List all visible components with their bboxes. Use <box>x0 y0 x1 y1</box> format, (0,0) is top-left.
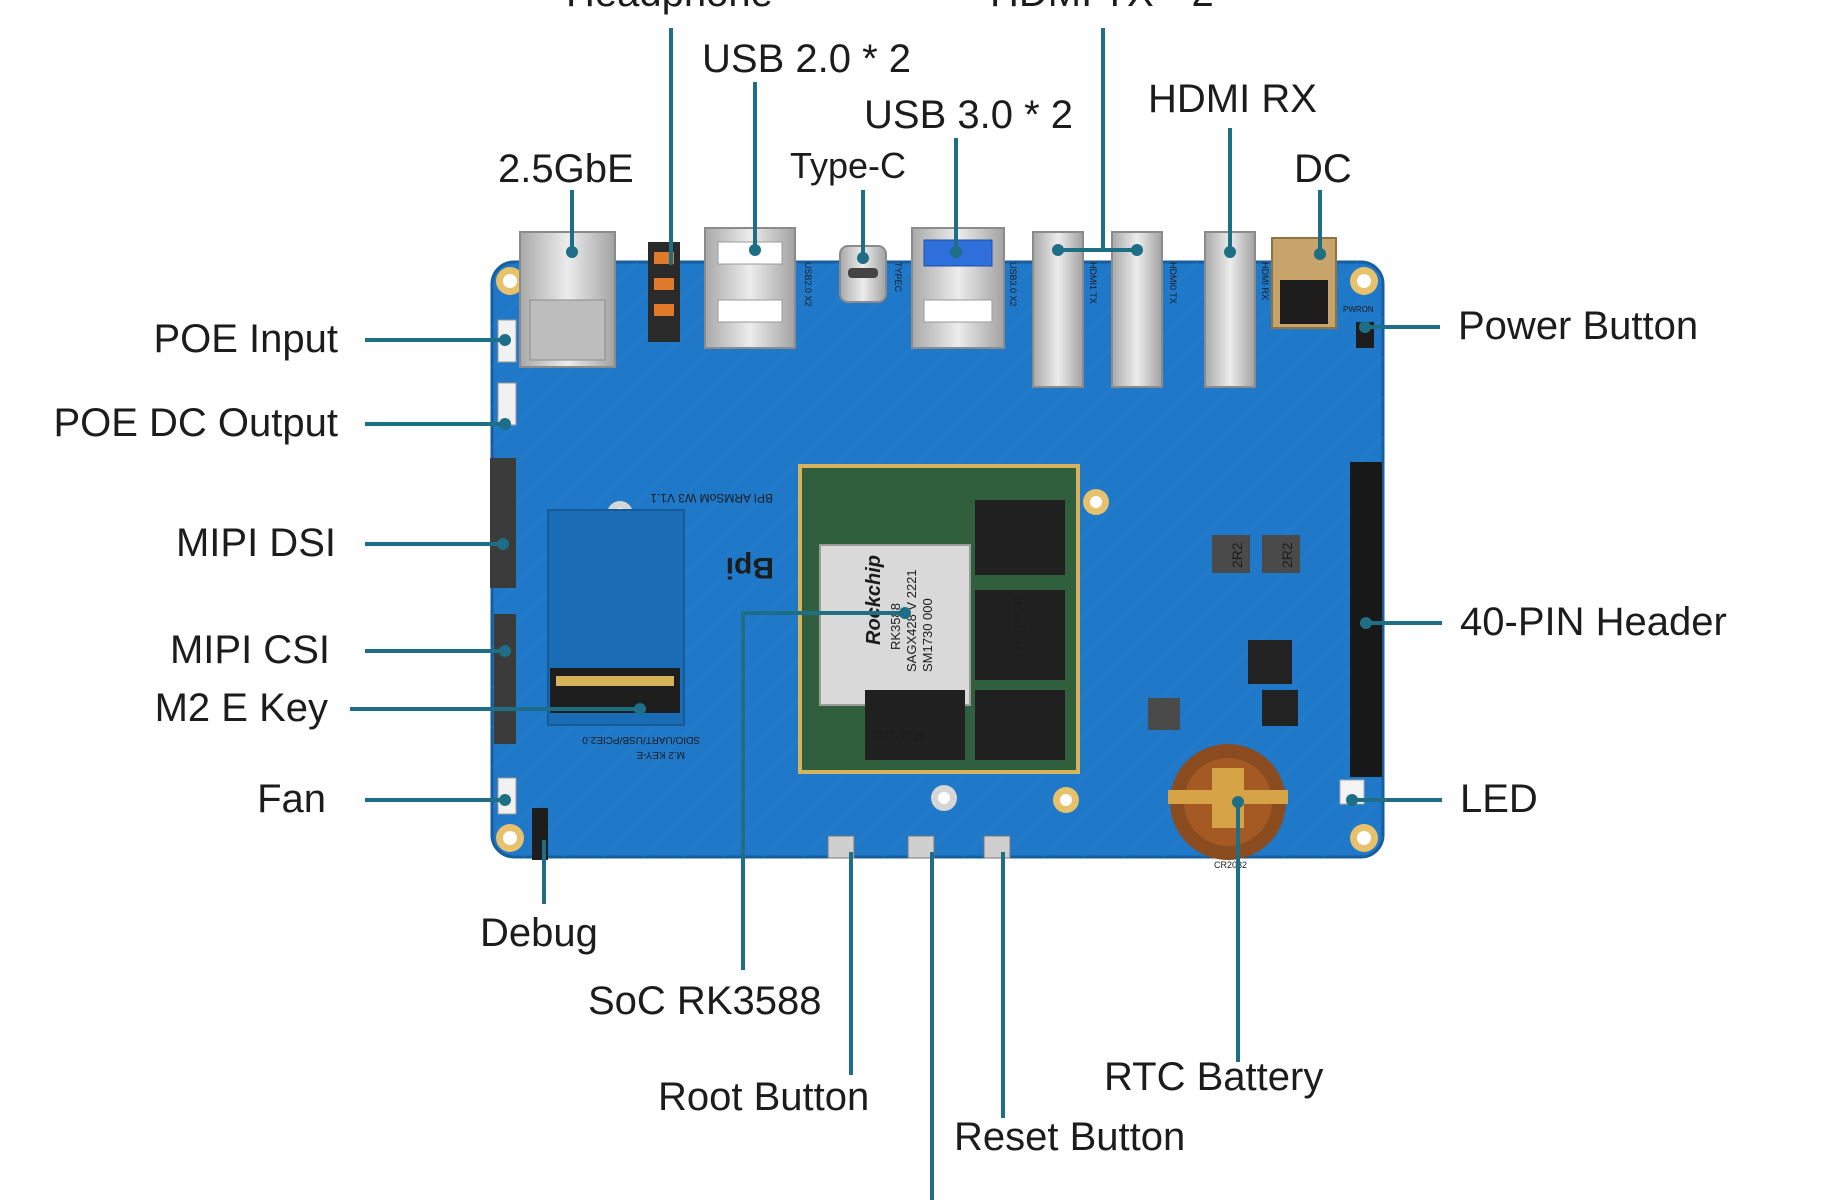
label-hdmi-rx: HDMI RX <box>1148 77 1317 121</box>
board-name-text: BPI ARMSoM W3 V1.1 <box>650 491 773 505</box>
label-mipi-dsi: MIPI DSI <box>176 521 336 565</box>
usb2-silk-text: USB2.0 X2 <box>803 262 813 307</box>
label-reset-button: Reset Button <box>954 1115 1185 1159</box>
hdmi1-silk-text: HDMI1 TX <box>1088 262 1098 304</box>
label-soc: SoC RK3588 <box>588 979 821 1023</box>
mem-brand-text-1: Rayson <box>1009 596 1026 650</box>
label-led: LED <box>1460 777 1538 821</box>
label-usb20: USB 2.0 * 2 <box>702 37 911 81</box>
label-mipi-csi: MIPI CSI <box>170 628 330 672</box>
leader-dots <box>497 244 1372 808</box>
hdmirx-silk-text: HDMI RX <box>1260 262 1270 300</box>
typec-silk-text: TYPEC <box>893 262 903 293</box>
typec-connector <box>839 245 887 303</box>
hdmi0-silk-text: HDMI0 TX <box>1168 262 1178 304</box>
soc-brand-text: Rockchip <box>863 555 885 645</box>
m2-silk2-text: SDIO/UART/USB/PCIE2.0 <box>582 734 700 745</box>
leader-hdmi-tx <box>1058 28 1137 252</box>
label-root-button: Root Button <box>658 1075 869 1119</box>
label-m2-e-key: M2 E Key <box>155 686 328 730</box>
leader-soc <box>741 611 905 970</box>
dc-jack <box>1271 237 1337 329</box>
hdmi-tx-connectors <box>1032 231 1163 388</box>
label-headphone: Headphone <box>566 0 773 15</box>
label-fan: Fan <box>257 777 326 821</box>
pwron-silk-text: PWRON <box>1343 305 1374 314</box>
inductor-text-1: 2R2 <box>1229 542 1245 568</box>
soc-module <box>798 464 1080 774</box>
label-dc: DC <box>1294 147 1352 191</box>
usb2-connector <box>704 227 796 349</box>
cr-label-text: CR2032 <box>1214 860 1247 870</box>
label-poe-dc-output: POE DC Output <box>53 401 338 445</box>
bpi-logo-text: Bpi <box>726 551 774 584</box>
label-typec: Type-C <box>790 145 906 186</box>
board-silkscreen: Rockchip RK3588 SAGX428 V 2221 SM1730 00… <box>582 262 1374 870</box>
m2-silk-text: M.2 KEY-E <box>636 749 685 760</box>
label-2-5gbe: 2.5GbE <box>498 147 634 191</box>
label-usb30: USB 3.0 * 2 <box>864 93 1073 137</box>
soc-code1-text: SAGX428 V 2221 <box>904 569 919 672</box>
label-hdmi-tx: HDMI TX * 2 <box>990 0 1214 15</box>
inductor-text-2: 2R2 <box>1279 542 1295 568</box>
callout-labels: Headphone HDMI TX * 2 USB 2.0 * 2 USB 3.… <box>53 0 1726 1159</box>
label-poe-input: POE Input <box>153 317 338 361</box>
label-debug: Debug <box>480 911 598 955</box>
m2-slot <box>547 509 685 726</box>
label-rtc-battery: RTC Battery <box>1104 1055 1323 1099</box>
usb3-connector <box>911 227 1005 349</box>
usb3-silk-text: USB3.0 X2 <box>1008 262 1018 307</box>
label-power-button: Power Button <box>1458 304 1698 348</box>
label-40pin-header: 40-PIN Header <box>1460 600 1727 644</box>
soc-code2-text: SM1730 000 <box>920 598 935 672</box>
headphone-jack <box>648 242 680 342</box>
leader-lines <box>350 28 1442 1200</box>
mem-brand-text-2: Rayson <box>871 726 925 743</box>
